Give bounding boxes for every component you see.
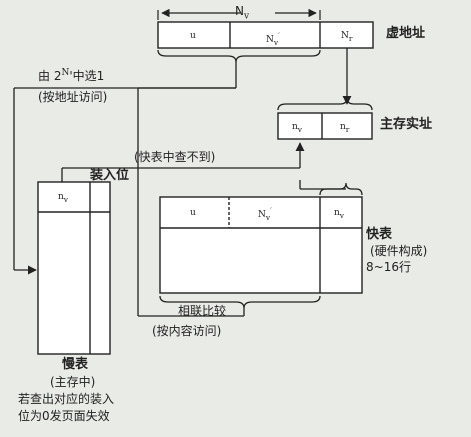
tlb-field-u: u — [190, 208, 196, 218]
tlb-field-nr: nv — [334, 208, 345, 220]
nv-span-label: Nv — [235, 4, 250, 22]
page-table-caption-1: 慢表 — [62, 357, 89, 372]
virtual-address-brace — [157, 49, 321, 63]
tlb-field-nv-prime: Nv′ — [258, 206, 272, 222]
page-table-caption-4: 位为0发页面失效 — [18, 409, 110, 423]
tlb-caption-3: 8~16行 — [366, 260, 411, 274]
select-from-line2: (按地址访问) — [38, 90, 108, 104]
tlb-caption-2: (硬件构成) — [370, 244, 428, 258]
tlb-output-path — [299, 180, 363, 196]
nv-span-arrow — [157, 8, 321, 20]
associative-line1: 相联比较 — [178, 304, 227, 318]
va-field-nr: Nr — [341, 31, 353, 43]
virtual-address-register — [157, 21, 374, 49]
tlb-table — [159, 196, 363, 294]
ra-field-nr: nr — [340, 122, 350, 134]
va-field-u: u — [190, 31, 196, 41]
page-table — [37, 181, 111, 355]
page-table-caption-3: 若查出对应的装入 — [18, 392, 115, 406]
page-table-caption-2: (主存中) — [50, 375, 96, 389]
tlb-miss-label: (快表中查不到) — [134, 150, 216, 164]
main-address-brace — [277, 97, 373, 111]
virtual-address-caption: 虚地址 — [386, 26, 426, 41]
associative-line2: (按内容访问) — [152, 324, 222, 338]
tlb-caption-1: 快表 — [366, 227, 393, 242]
load-bit-label: 装入位 — [90, 168, 130, 183]
main-real-address-caption: 主存实址 — [380, 117, 433, 132]
tlb-miss-path — [61, 142, 305, 182]
page-table-entry: nv — [58, 192, 69, 204]
select-path — [13, 62, 237, 317]
select-from-line1: 由 2N'中选1 — [38, 68, 105, 83]
va-field-nv-prime: Nv′ — [266, 31, 280, 47]
ra-field-nv: nv — [292, 122, 303, 134]
main-real-address-register — [277, 112, 373, 140]
associative-brace — [159, 295, 321, 317]
